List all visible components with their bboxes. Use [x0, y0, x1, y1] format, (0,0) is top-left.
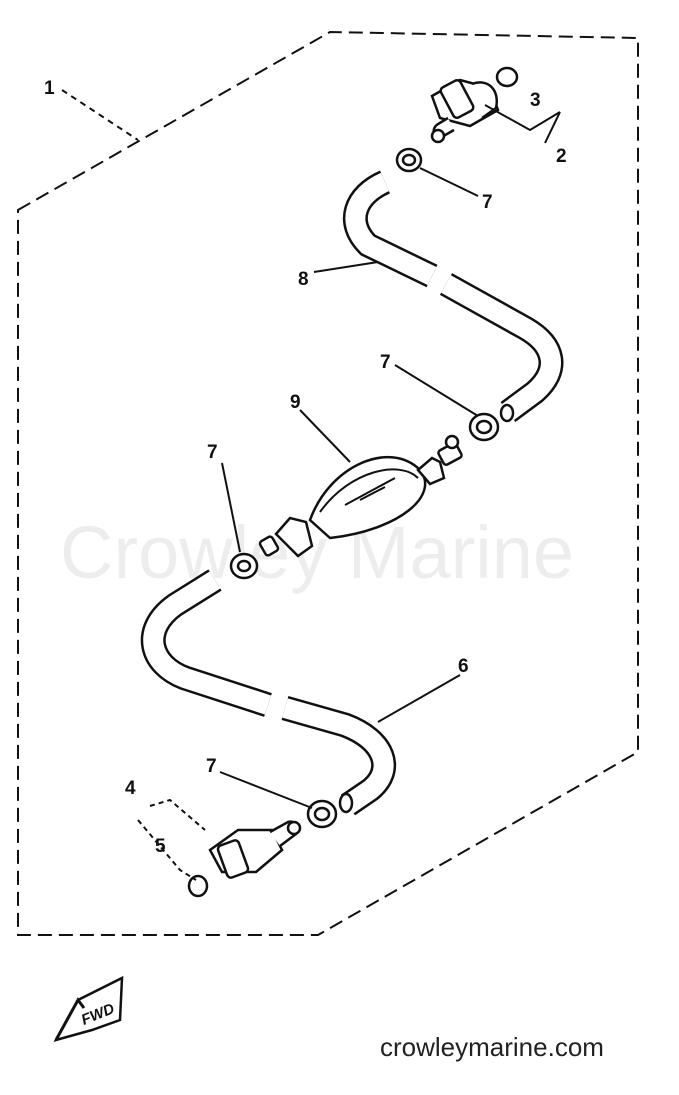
forward-arrow-icon: FWD [53, 975, 124, 1042]
callout-9: 9 [290, 392, 301, 413]
engine-side-connector [430, 78, 500, 144]
callout-3: 3 [530, 90, 541, 111]
lower-fuel-hose [140, 569, 397, 816]
hose-clip-upper-right [468, 412, 500, 442]
o-ring-bottom [187, 874, 209, 898]
hose-clip-lower [306, 799, 338, 829]
callout-7-mid: 7 [207, 442, 218, 463]
callout-7-upper: 7 [380, 352, 391, 373]
footer-url: crowleymarine.com [380, 1032, 604, 1062]
tank-side-connector [208, 820, 302, 879]
upper-fuel-hose [342, 170, 564, 423]
leader-lines [61, 89, 561, 881]
callout-4: 4 [125, 778, 136, 799]
hose-clip-mid-left [229, 552, 259, 580]
callout-5: 5 [155, 836, 166, 857]
hose-clip-top [395, 147, 423, 173]
callout-1: 1 [44, 78, 55, 99]
o-ring-top [495, 66, 519, 88]
callout-8: 8 [298, 269, 309, 290]
callout-6: 6 [458, 656, 469, 677]
primer-bulb [258, 434, 463, 558]
callout-7-lower: 7 [206, 756, 217, 777]
callout-2: 2 [556, 146, 567, 167]
assembly-outline [17, 30, 639, 936]
callout-7-top: 7 [482, 192, 493, 213]
